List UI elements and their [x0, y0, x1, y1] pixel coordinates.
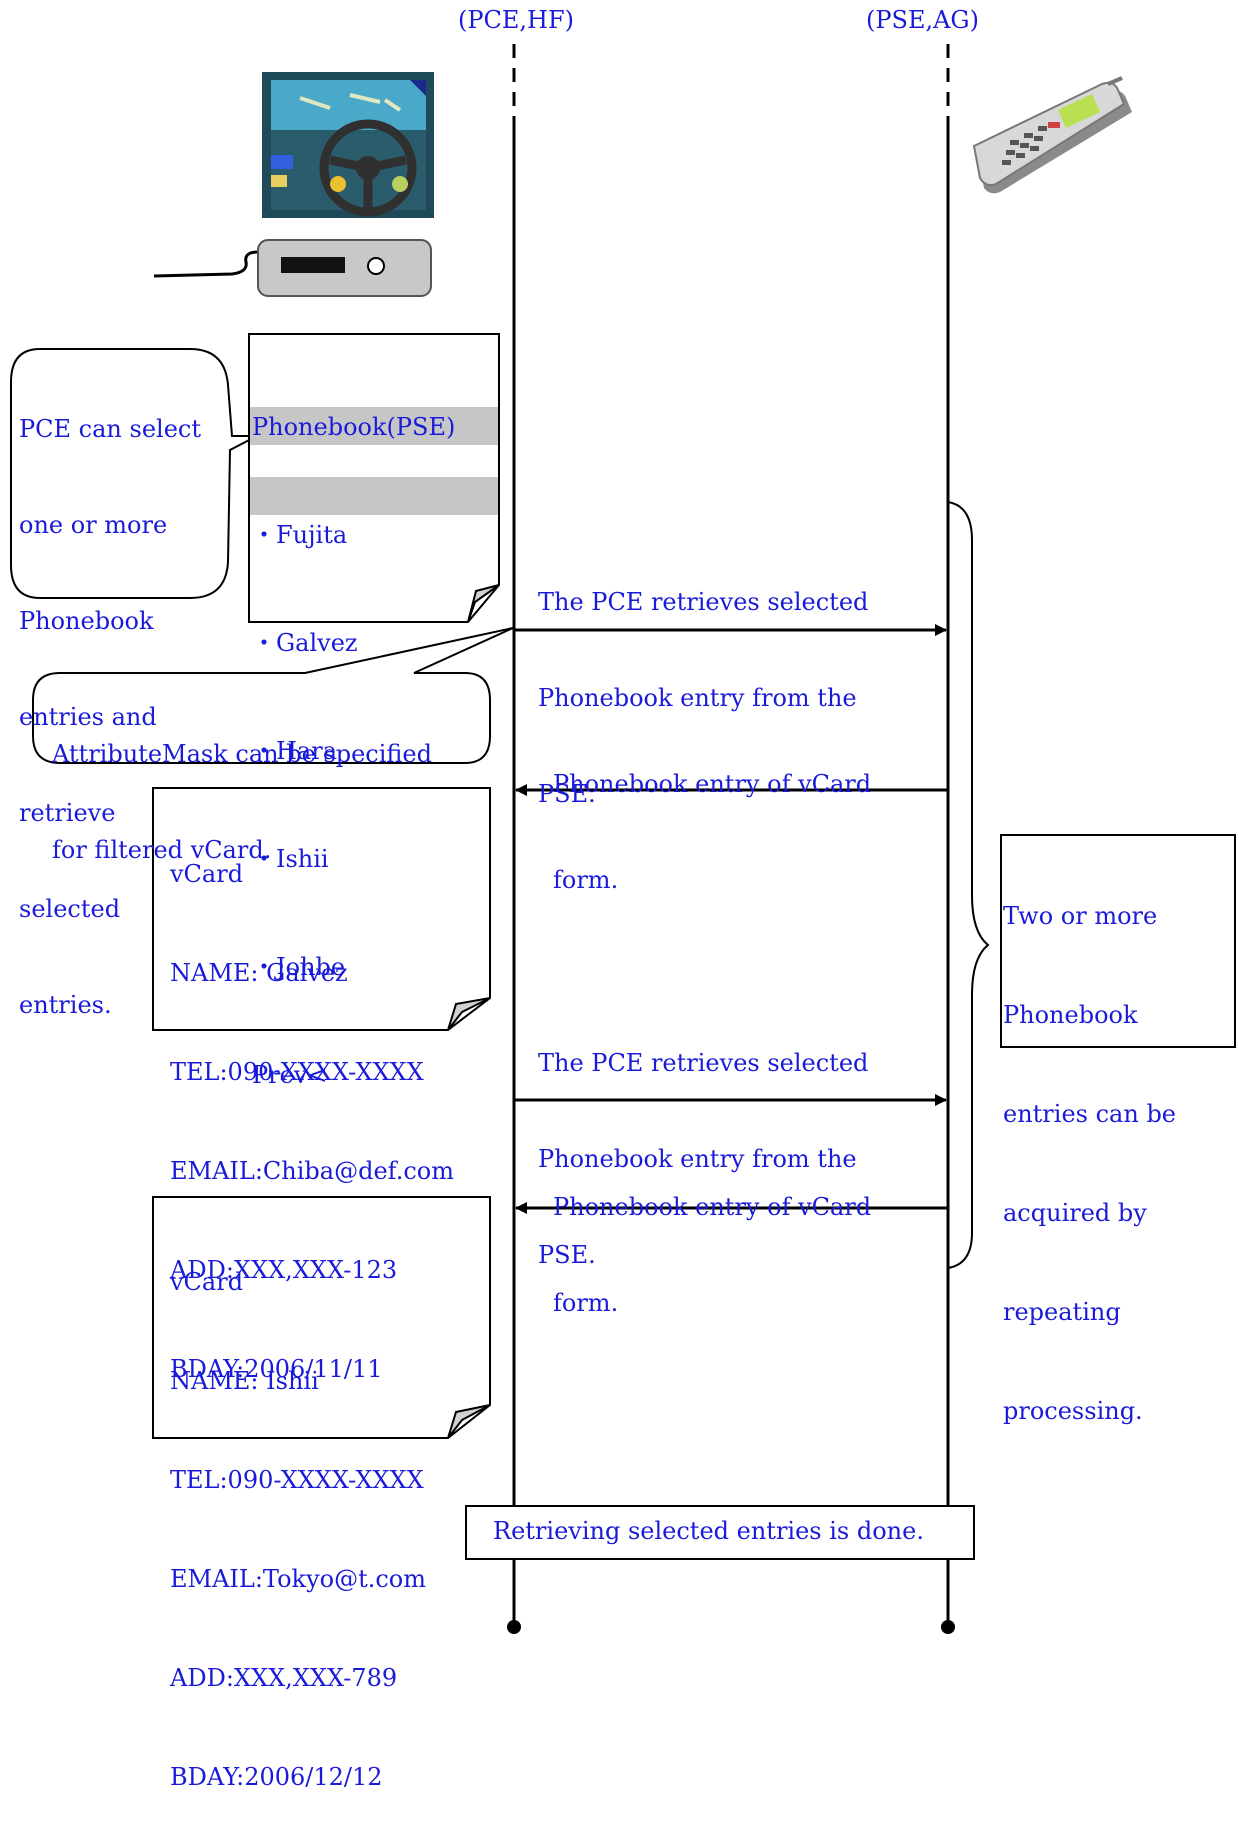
vcard-note-1: vCard NAME: Galvez TEL:090-XXXX-XXXX EMA… — [170, 860, 454, 1383]
phonebook-title: Phonebook(PSE) — [252, 413, 456, 441]
repeat-note-box — [1000, 834, 1236, 1048]
mobile-phone-icon — [972, 76, 1132, 194]
lane-label-pse: (PSE,AG) — [866, 6, 979, 34]
lane-label-pce: (PCE,HF) — [458, 6, 574, 34]
phonebook-list: Phonebook(PSE) ・Fujita ・Galvez ・Hara ・Is… — [252, 337, 455, 1129]
list-item: ・Galvez — [252, 629, 358, 657]
phonebook-highlight-ishii — [250, 477, 498, 515]
done-box — [465, 1505, 975, 1560]
lifeline-pse — [941, 44, 955, 1634]
phonebook-highlight-galvez — [250, 407, 498, 445]
message-retrieve-2: The PCE retrieves selected Phonebook ent… — [538, 1049, 869, 1269]
callout-select-shape — [10, 348, 258, 599]
message-retrieve-1: The PCE retrieves selected Phonebook ent… — [538, 588, 869, 808]
repeat-note-text: Two or more Phonebook entries can be acq… — [1003, 902, 1177, 1425]
vcard-note-shape-1 — [152, 787, 491, 1031]
callout-mask-text: AttributeMask can be specified for filte… — [52, 740, 432, 864]
phonebook-nav: Prev< — [252, 1061, 328, 1089]
callout-mask-shape — [32, 627, 514, 764]
message-vcard-2: Phonebook entry of vCard form. — [553, 1193, 872, 1317]
repeat-brace — [947, 501, 990, 1269]
vcard-note-shape-2 — [152, 1196, 491, 1439]
car-display-icon — [262, 72, 434, 218]
list-item: ・Johbe — [252, 953, 346, 981]
message-vcard-1: Phonebook entry of vCard form. — [553, 770, 872, 894]
callout-select-text: PCE can select one or more Phonebook ent… — [19, 415, 201, 1019]
list-item: ・Hara — [252, 737, 338, 765]
lifeline-pce — [507, 44, 521, 1634]
diagram-canvas — [10, 44, 1236, 1634]
list-item: ・Ishii — [252, 845, 329, 873]
done-label: Retrieving selected entries is done. — [493, 1517, 924, 1545]
vcard-note-2: vCard NAME: Ishii TEL:090-XXXX-XXXX EMAI… — [170, 1268, 426, 1791]
head-unit-icon — [153, 239, 432, 297]
list-item: ・Fujita — [252, 521, 348, 549]
